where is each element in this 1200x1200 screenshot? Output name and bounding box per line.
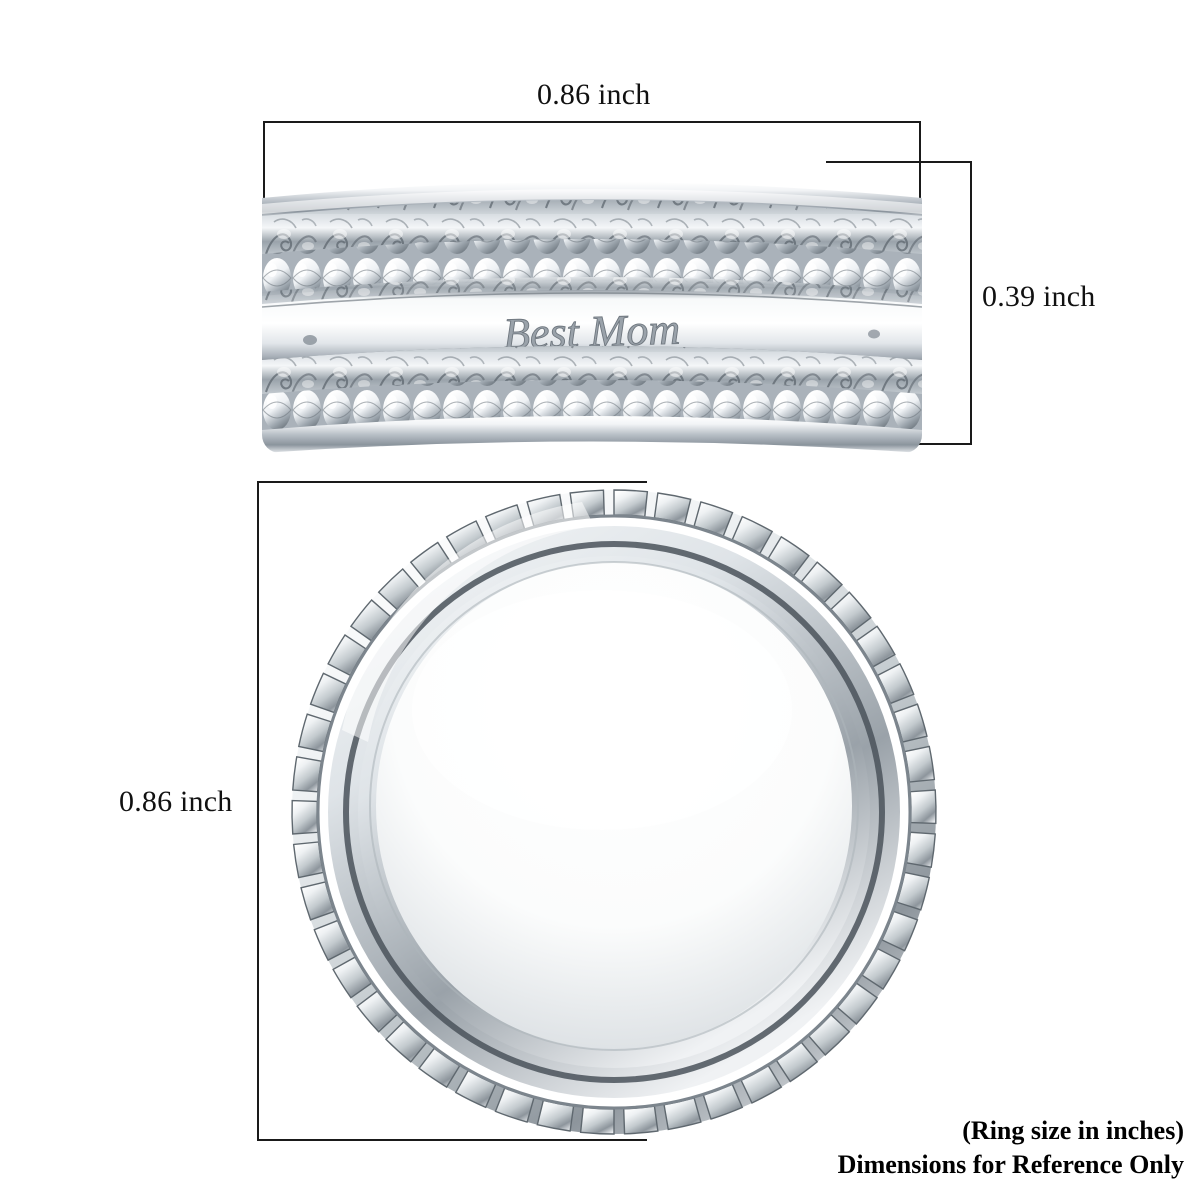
- diameter-bottom-tick: [257, 1139, 647, 1141]
- bead-segment: [579, 1106, 615, 1135]
- ring-side-profile-view: Best Mom: [262, 168, 922, 453]
- band-height-span-line: [970, 161, 972, 445]
- diameter-span-line: [257, 481, 259, 1141]
- top-width-span-line: [263, 121, 921, 123]
- caption-line-1: (Ring size in inches): [962, 1116, 1184, 1145]
- top-width-right-tick: [919, 121, 921, 249]
- bead-segment: [291, 799, 319, 835]
- plate-dimple-right: [868, 329, 880, 339]
- bead-segment: [905, 831, 936, 868]
- diameter-label: 0.86 inch: [119, 785, 233, 818]
- bead-segment: [909, 789, 937, 825]
- top-width-label: 0.86 inch: [537, 78, 651, 111]
- reference-caption: (Ring size in inches) Dimensions for Ref…: [838, 1114, 1184, 1182]
- bead-segment: [292, 756, 323, 793]
- top-width-left-tick: [263, 121, 265, 243]
- caption-line-2: Dimensions for Reference Only: [837, 1149, 1184, 1179]
- plate-dimple-left: [303, 335, 317, 345]
- engraved-spinner-band: [262, 290, 922, 364]
- bead-segment: [613, 489, 649, 518]
- bead-segment: [623, 1105, 659, 1135]
- outer-rim-bottom: [262, 416, 922, 453]
- diameter-top-tick: [257, 481, 647, 483]
- ring-front-circular-view: [282, 480, 947, 1145]
- band-height-label: 0.39 inch: [982, 280, 1096, 313]
- inner-bore: [369, 560, 859, 1052]
- band-height-top-tick: [826, 161, 972, 163]
